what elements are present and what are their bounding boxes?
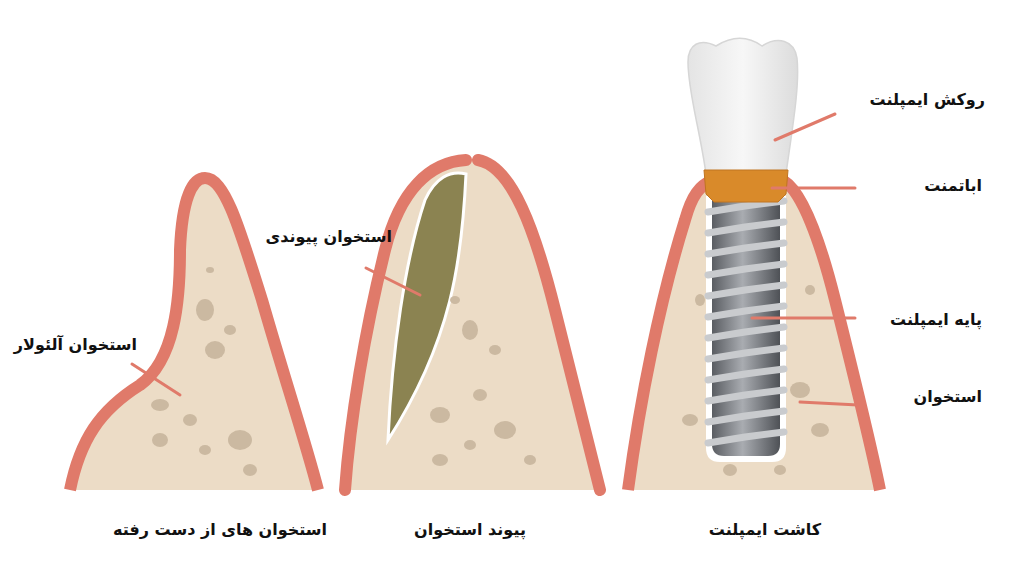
graft-bone <box>388 173 466 440</box>
leader-line <box>772 187 855 190</box>
bone-spot <box>430 407 450 423</box>
part-label: استخوان <box>914 387 982 406</box>
bone-spot <box>450 296 460 304</box>
implant <box>688 39 798 463</box>
screw-thread <box>708 411 784 422</box>
panel-caption: کاشت ایمپلنت <box>709 520 821 539</box>
part-label: روکش ایمپلنت <box>870 90 985 109</box>
part-label: پایه ایمپلنت <box>890 310 982 329</box>
leader-line <box>366 268 420 295</box>
bone-spot <box>151 399 169 411</box>
bone-spot <box>464 440 476 450</box>
gum-outline <box>70 178 318 490</box>
bone-fill <box>70 178 318 490</box>
part-label: استخوان پیوندی <box>265 227 392 246</box>
implant-fixture-outline <box>706 196 786 462</box>
gum-outline <box>784 181 880 490</box>
screw-thread <box>708 390 784 401</box>
screw-thread <box>708 201 784 212</box>
screw-thread <box>708 369 784 380</box>
leader-lines <box>132 114 858 405</box>
bone-spot <box>205 341 225 359</box>
part-label: استخوان آلئولار <box>14 335 137 354</box>
panel-caption: استخوان های از دست رفته <box>113 520 327 539</box>
bone-spot <box>811 423 829 437</box>
implant-panel <box>628 180 880 490</box>
bone-spot <box>432 454 448 466</box>
bone-spot <box>196 299 214 321</box>
bone-spot <box>723 464 737 476</box>
bone-spot <box>790 382 810 398</box>
panel-caption: پیوند استخوان <box>414 520 526 539</box>
screw-thread <box>708 222 784 233</box>
bone-spot <box>805 285 815 295</box>
bone-fill <box>345 158 600 490</box>
screw-thread <box>708 243 784 254</box>
bone-spot <box>224 325 236 335</box>
bone-spot <box>152 433 168 447</box>
implant-crown <box>688 39 798 175</box>
bone-spot <box>462 320 478 340</box>
bone-spot <box>199 445 211 455</box>
screw-thread <box>708 264 784 275</box>
leader-line <box>752 317 855 320</box>
bone-spot <box>494 421 516 439</box>
bone-fill <box>628 180 880 490</box>
screw-threads <box>708 201 784 443</box>
abutment <box>704 170 788 202</box>
leader-line <box>800 402 858 405</box>
bone-spot <box>489 345 501 355</box>
bone-spot <box>243 464 257 476</box>
bone-graft-panel <box>345 158 600 490</box>
bone-spot <box>524 455 536 465</box>
bone-lost <box>70 178 318 490</box>
gum-outline <box>345 160 466 490</box>
screw-thread <box>708 327 784 338</box>
screw-thread <box>708 306 784 317</box>
screw-thread <box>708 348 784 359</box>
bone-spot <box>473 389 487 401</box>
leader-line <box>775 114 835 140</box>
leader-line <box>132 364 180 395</box>
bone-spot <box>183 414 197 426</box>
bone-spot <box>774 465 786 475</box>
bone-spot <box>206 267 214 273</box>
gum-outline <box>478 160 600 490</box>
screw-thread <box>708 432 784 443</box>
screw-thread <box>708 285 784 296</box>
bone-spot <box>228 430 252 450</box>
bone-spot <box>682 414 698 426</box>
bone-spot <box>695 294 705 306</box>
gum-outline <box>628 181 712 490</box>
part-label: اباتمنت <box>924 176 982 195</box>
